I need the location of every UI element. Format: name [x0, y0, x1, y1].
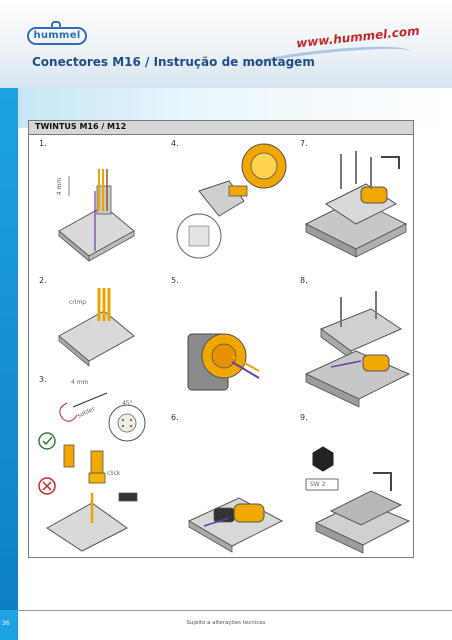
step-3-angle-label: 45°: [122, 400, 133, 407]
page-number: 36: [2, 620, 10, 627]
step-2-illustration: [58, 288, 135, 367]
step-1-illustration: [58, 169, 135, 262]
step-3-click-label: click: [107, 470, 121, 477]
hummel-logo: hummel: [27, 27, 87, 45]
page-title: Conectores M16 / Instrução de montagem: [32, 55, 315, 69]
step-1-number: 1.: [39, 139, 47, 148]
logo-text: hummel: [33, 30, 81, 41]
step-5-number: 5.: [171, 276, 179, 285]
step-8-illustration: [304, 291, 411, 408]
step-5-illustration: [187, 333, 260, 391]
page-number-tab: 36: [0, 610, 18, 640]
step-4-number: 4.: [171, 139, 179, 148]
step-1-dimension-label: 4 mm: [56, 177, 64, 196]
step-6-number: 6.: [171, 413, 179, 422]
step-4-illustration: [176, 143, 287, 259]
logo-tab: [51, 21, 61, 27]
step-7-illustration: [304, 151, 408, 258]
step-3-dimension-label: 4 mm: [71, 379, 89, 386]
panel-title: TWINTUS M16 / M12: [35, 122, 127, 131]
step-2-number: 2.: [39, 276, 47, 285]
page-header: hummel www.hummel.com Conectores M16 / I…: [0, 0, 452, 88]
step-9-illustration: [305, 446, 411, 554]
step-3-number: 3.: [39, 375, 47, 384]
step-9-number: 9.: [300, 413, 308, 422]
footer-note: Sujeito a alterações técnicas: [186, 620, 266, 626]
step-8-number: 8.: [300, 276, 308, 285]
footer-divider: [18, 610, 452, 611]
step-6-illustration: [187, 497, 284, 553]
step-7-number: 7.: [300, 139, 308, 148]
panel-header: TWINTUS M16 / M12: [29, 121, 413, 135]
left-color-bar: [0, 88, 18, 610]
step-2-crimp-label: crimp: [69, 299, 87, 306]
step-3-illustration: [38, 392, 146, 552]
step-9-wrench-label: SW 2: [310, 481, 326, 488]
instruction-panel: TWINTUS M16 / M12 1. 2. 3. 4. 5. 6. 7. 8…: [28, 120, 414, 558]
